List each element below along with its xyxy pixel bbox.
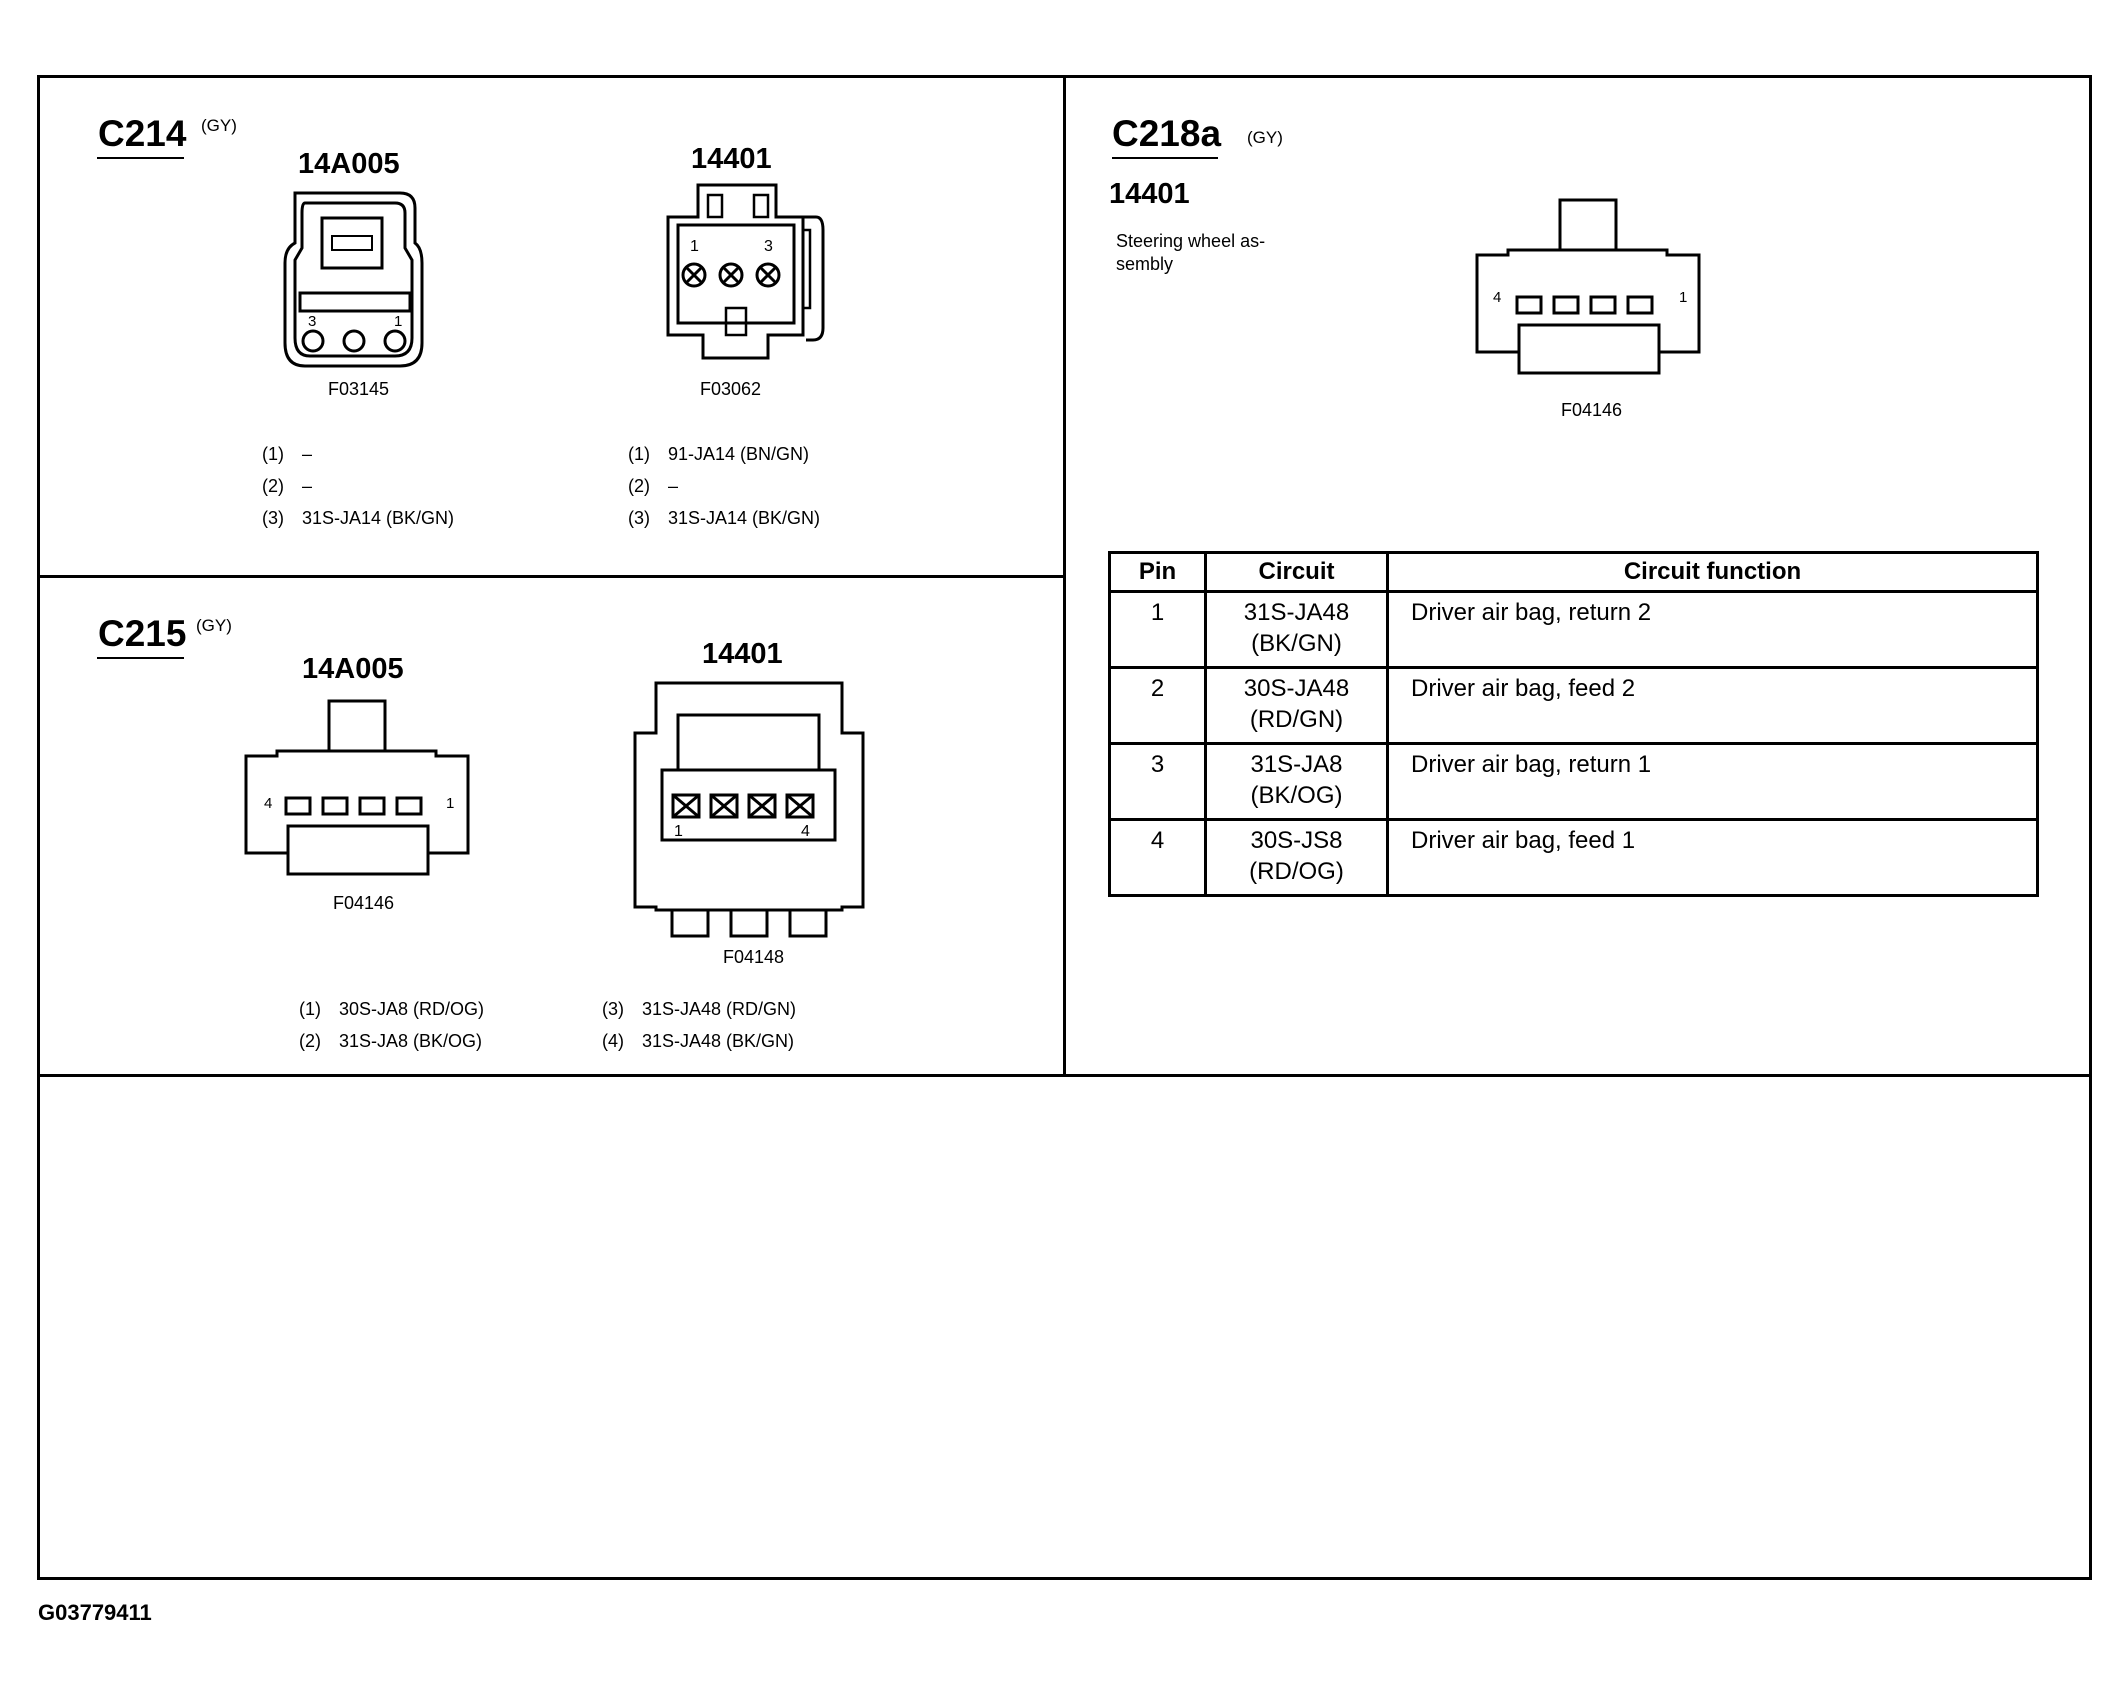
pin-label-1: 1 (394, 313, 403, 330)
cell-circuit: 31S-JA8 (BK/OG) (1204, 742, 1389, 821)
pin-circuit: 91-JA14 (BN/GN) (668, 444, 810, 464)
circuit-color: (RD/GN) (1249, 706, 1344, 733)
pin-label-3: 3 (764, 238, 773, 255)
pin-list-row: (2)– (262, 475, 312, 497)
pin-label-4: 4 (1493, 289, 1502, 306)
pin-circuit: 31S-JA48 (RD/GN) (642, 999, 797, 1019)
table-header-circuit: Circuit (1204, 551, 1389, 593)
figure-code: F03145 (328, 379, 390, 399)
part-number: 14A005 (298, 148, 400, 180)
circuit-code: 30S-JA48 (1243, 675, 1350, 702)
pin-label-4: 4 (801, 823, 810, 840)
connector-id: C218a (1112, 113, 1222, 154)
pin-label-4: 4 (264, 795, 273, 812)
pin-label-1: 1 (1679, 289, 1688, 306)
connector-id: C215 (98, 613, 187, 654)
connector-color: (GY) (196, 616, 232, 635)
pin-circuit: 30S-JA8 (RD/OG) (339, 999, 485, 1019)
pin-label-1: 1 (690, 238, 699, 255)
figure-code: F04146 (1561, 400, 1623, 420)
cell-function: Driver air bag, return 2 (1386, 590, 2039, 669)
divider-horizontal-left (37, 575, 1066, 578)
table-row: 2 30S-JA48 (RD/GN) Driver air bag, feed 2 (1108, 666, 2039, 745)
table-row: 4 30S-JS8 (RD/OG) Driver air bag, feed 1 (1108, 818, 2039, 897)
connector-description: Steering wheel as- sembly (1116, 230, 1265, 276)
cell-pin: 3 (1108, 742, 1207, 821)
description-line: Steering wheel as- (1116, 231, 1266, 251)
pin-list-row: (3) 31S-JA14 (BK/GN) (628, 507, 820, 529)
pin-list-row: (1) 30S-JA8 (RD/OG) (299, 998, 484, 1020)
pin-number: (2) (299, 1031, 321, 1051)
connector-color: (GY) (201, 116, 237, 135)
pin-table: Pin Circuit Circuit function 1 31S-JA48 (… (1108, 551, 2039, 897)
circuit-color: (RD/OG) (1249, 858, 1344, 885)
cell-function: Driver air bag, return 1 (1386, 742, 2039, 821)
pin-number: (3) (262, 508, 284, 528)
document-id: G03779411 (38, 1600, 152, 1625)
cell-circuit: 30S-JS8 (RD/OG) (1204, 818, 1389, 897)
figure-code: F03062 (700, 379, 762, 399)
circuit-code: 31S-JA48 (1243, 599, 1350, 626)
table-row: 3 31S-JA8 (BK/OG) Driver air bag, return … (1108, 742, 2039, 821)
part-number: 14401 (1109, 178, 1190, 210)
pin-number: (4) (602, 1031, 624, 1051)
circuit-code: 30S-JS8 (1250, 827, 1343, 854)
connector-id: C214 (98, 113, 187, 154)
part-number: 14401 (691, 143, 772, 175)
cell-pin: 1 (1108, 590, 1207, 669)
pin-number: (1) (628, 444, 650, 464)
connector-id-underline (1112, 157, 1218, 159)
part-number: 14401 (702, 638, 783, 670)
connector-diagram-14a005 (283, 191, 424, 368)
table-header-row: Pin Circuit Circuit function (1108, 551, 2039, 593)
table-row: 1 31S-JA48 (BK/GN) Driver air bag, return… (1108, 590, 2039, 669)
cell-function: Driver air bag, feed 1 (1386, 818, 2039, 897)
cell-circuit: 31S-JA48 (BK/GN) (1204, 590, 1389, 669)
pin-circuit: – (302, 444, 313, 464)
pin-list-row: (1) 91-JA14 (BN/GN) (628, 443, 809, 465)
pin-label-3: 3 (308, 313, 317, 330)
table-header-pin: Pin (1108, 551, 1207, 593)
pin-number: (2) (628, 476, 650, 496)
cell-pin: 4 (1108, 818, 1207, 897)
pin-number: (3) (602, 999, 624, 1019)
pin-list-row: (3) 31S-JA48 (RD/GN) (602, 998, 796, 1020)
connector-diagram-14401 (633, 681, 865, 938)
pin-label-1: 1 (446, 795, 455, 812)
pin-number: (1) (262, 444, 284, 464)
pin-circuit: 31S-JA48 (BK/GN) (642, 1031, 795, 1051)
connector-diagram-14401 (1475, 198, 1701, 375)
figure-code: F04148 (723, 947, 785, 967)
pin-number: (1) (299, 999, 321, 1019)
cell-function: Driver air bag, feed 2 (1386, 666, 2039, 745)
pin-list-row: (2)– (628, 475, 678, 497)
connector-color: (GY) (1247, 128, 1283, 147)
pin-circuit: 31S-JA14 (BK/GN) (302, 508, 455, 528)
cell-circuit: 30S-JA48 (RD/GN) (1204, 666, 1389, 745)
pin-list-row: (4) 31S-JA48 (BK/GN) (602, 1030, 794, 1052)
pin-circuit: – (302, 476, 313, 496)
table-header-function: Circuit function (1386, 551, 2039, 593)
cell-pin: 2 (1108, 666, 1207, 745)
pin-list-row: (3) 31S-JA14 (BK/GN) (262, 507, 454, 529)
pin-list-row: (1)– (262, 443, 312, 465)
description-line: sembly (1116, 254, 1174, 274)
pin-list-row: (2) 31S-JA8 (BK/OG) (299, 1030, 482, 1052)
connector-id-underline (97, 157, 184, 159)
pin-number: (2) (262, 476, 284, 496)
pin-circuit: – (668, 476, 679, 496)
pin-circuit: 31S-JA14 (BK/GN) (668, 508, 821, 528)
figure-code: F04146 (333, 893, 395, 913)
part-number: 14A005 (302, 653, 404, 685)
pin-circuit: 31S-JA8 (BK/OG) (339, 1031, 483, 1051)
pin-label-1: 1 (674, 823, 683, 840)
pin-number: (3) (628, 508, 650, 528)
circuit-color: (BK/OG) (1250, 782, 1343, 809)
connector-diagram-14a005 (244, 699, 470, 876)
connector-diagram-14401 (666, 183, 825, 360)
circuit-code: 31S-JA8 (1250, 751, 1343, 778)
circuit-color: (BK/GN) (1251, 630, 1342, 657)
connector-id-underline (97, 657, 184, 659)
